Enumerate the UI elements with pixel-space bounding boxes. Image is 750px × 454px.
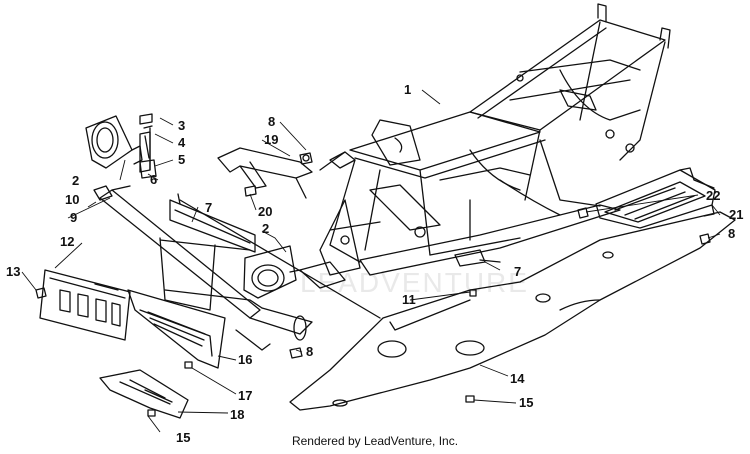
lower-grille-16 <box>127 289 226 369</box>
front-bracket-19 <box>217 147 313 199</box>
callout-2b: 2 <box>262 221 269 236</box>
callout-7a: 7 <box>205 200 212 215</box>
bumper-pad-10 <box>93 185 113 201</box>
callout-9: 9 <box>70 210 77 225</box>
leader-lines <box>21 89 721 433</box>
footrest-21 <box>595 167 716 229</box>
callout-10: 10 <box>65 192 79 207</box>
callout-5: 5 <box>178 152 185 167</box>
callout-16: 16 <box>238 352 252 367</box>
front-bumper-9 <box>99 185 381 351</box>
callout-3: 3 <box>178 118 185 133</box>
callout-18: 18 <box>230 407 244 422</box>
front-grille-12 <box>39 269 131 341</box>
main-frame <box>289 3 671 289</box>
callout-14: 14 <box>510 371 525 386</box>
callout-labels: 1 2 2 3 4 5 6 7 7 8 8 8 9 10 11 12 13 14… <box>6 82 743 445</box>
footer-credit: Rendered by LeadVenture, Inc. <box>291 434 459 448</box>
callout-20: 20 <box>258 204 272 219</box>
callout-8c: 8 <box>728 226 735 241</box>
callout-1: 1 <box>404 82 411 97</box>
fasteners <box>35 113 711 417</box>
skid-plate-14 <box>289 211 736 411</box>
callout-8b: 8 <box>306 344 313 359</box>
callout-17: 17 <box>238 388 252 403</box>
callout-8a: 8 <box>268 114 275 129</box>
callout-15b: 15 <box>176 430 190 445</box>
callout-15a: 15 <box>519 395 533 410</box>
callout-22: 22 <box>706 188 720 203</box>
callout-2a: 2 <box>72 173 79 188</box>
callout-11: 11 <box>402 292 416 307</box>
lower-guard-18 <box>99 369 189 419</box>
callout-7b: 7 <box>514 264 521 279</box>
callout-21: 21 <box>729 207 743 222</box>
callout-13: 13 <box>6 264 20 279</box>
callout-6: 6 <box>150 172 157 187</box>
headlight-left <box>85 115 151 173</box>
callout-4: 4 <box>178 135 186 150</box>
callout-19: 19 <box>264 132 278 147</box>
callout-12: 12 <box>60 234 74 249</box>
